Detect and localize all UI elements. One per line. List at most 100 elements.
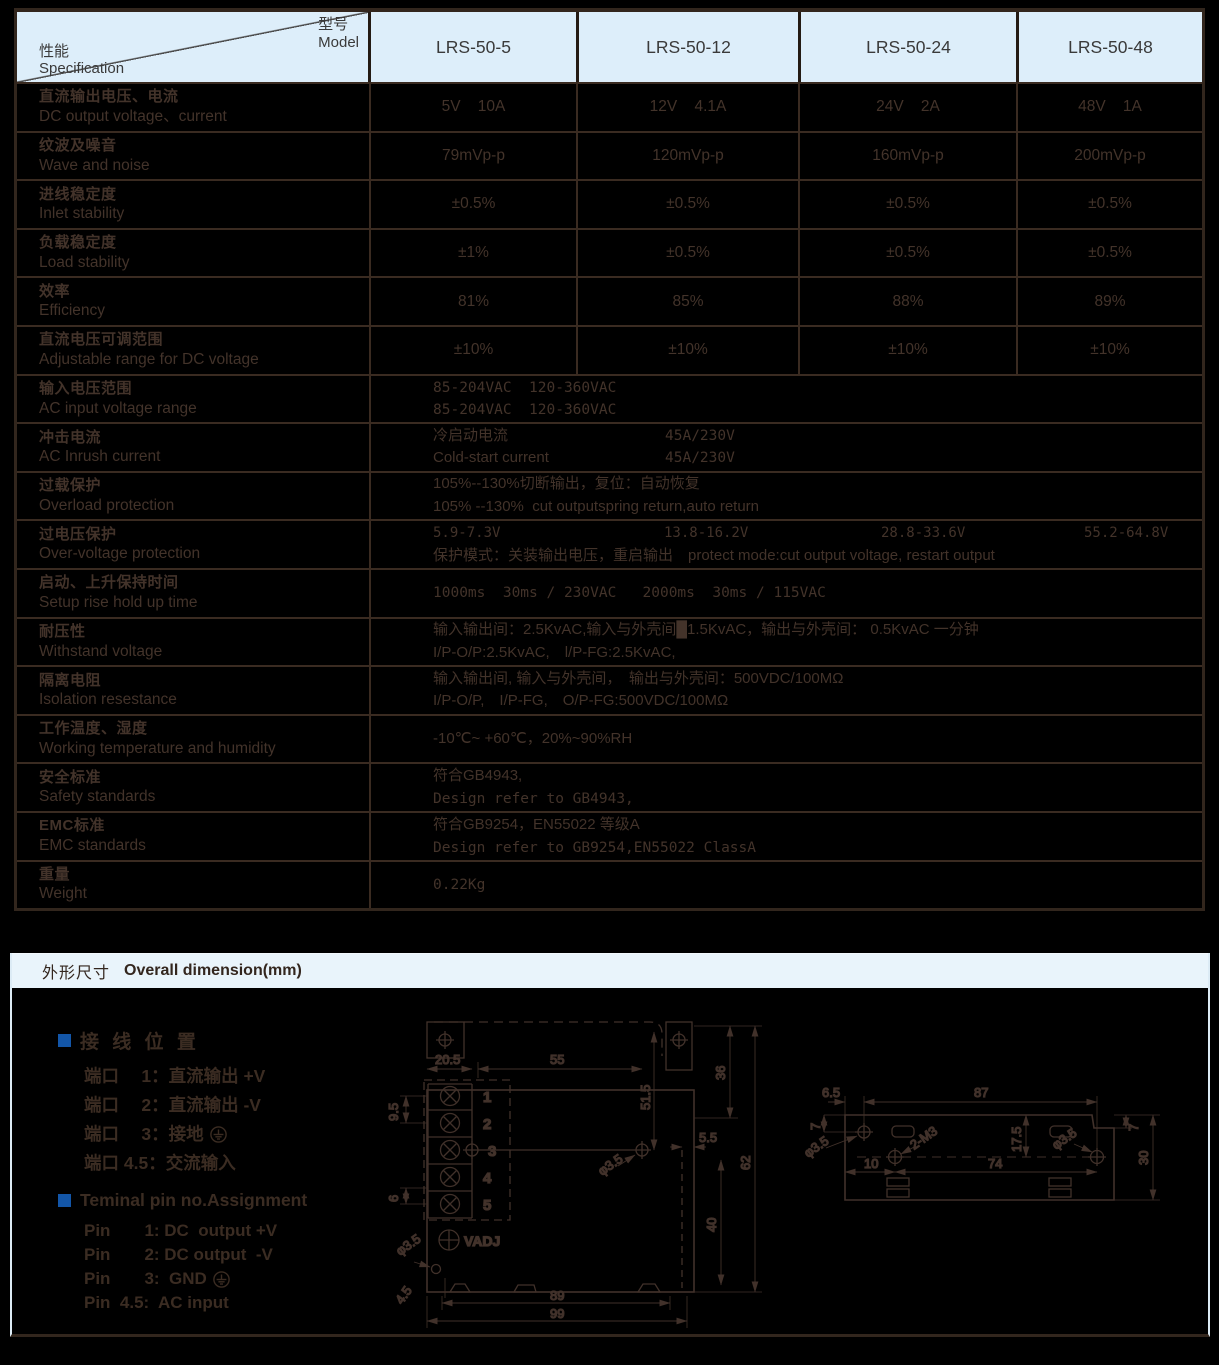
row-content: -10℃~ +60℃，20%~90%RH — [371, 716, 1202, 763]
row-label: 隔离电阻 Isolation resestance — [17, 667, 371, 714]
value-cell: ±0.5% — [1016, 229, 1202, 277]
merged-line: 保护模式：关装输出电压，重启输出 protect mode:cut output… — [433, 546, 995, 564]
value-cell: 89% — [1016, 278, 1202, 325]
row-label-en: AC input voltage range — [39, 399, 197, 417]
merged-line: 输入输出间：2.5KvAC,输入与外壳间█1.5KvAC，输出与外壳间： 0.5… — [433, 621, 979, 639]
performance-label: 性能 Specification — [39, 43, 124, 78]
legend-item: Pin 3: GND — [84, 1267, 307, 1291]
merged-line: 符合GB4943, — [433, 767, 523, 785]
value-cell: ±0.5% — [451, 195, 496, 213]
row-label-zh: EMC标准 — [39, 817, 105, 835]
pin-number: 5 — [483, 1197, 491, 1214]
performance-label-en: Specification — [39, 60, 125, 78]
row-label-en: Isolation resestance — [39, 691, 177, 709]
row-label-zh: 直流电压可调范围 — [39, 331, 164, 349]
blue-square-bullet-icon — [58, 1034, 71, 1047]
dimension-title-en: Overall dimension(mm) — [124, 962, 302, 979]
dim-6: 6 — [386, 1195, 401, 1202]
hole-diameter-label: φ3.5 — [1049, 1125, 1079, 1152]
merged-cell: 输入输出间：2.5KvAC,输入与外壳间█1.5KvAC，输出与外壳间： 0.5… — [371, 619, 1202, 666]
merged-line: 输入输出间, 输入与外壳间， 输出与外壳间：500VDC/100MΩ — [433, 669, 844, 687]
row-label-en: DC output voltage、current — [39, 107, 227, 125]
terminal-heading: Teminal pin no.Assignment — [58, 1190, 307, 1211]
merged-line: 105%--130%切断输出，复位：自动恢复 — [433, 475, 700, 493]
dim-40: 40 — [704, 1218, 719, 1232]
dim-4-5: 4.5 — [392, 1283, 415, 1306]
row-label-en: Working temperature and humidity — [39, 739, 276, 757]
legend-item-text: Pin 3: GND — [84, 1269, 207, 1288]
front-view-drawing: 1 2 3 4 5 φ3.5 VADJ φ3.5 4.5 9.5 — [385, 1021, 762, 1328]
value-cell: 48V 1A — [1016, 84, 1202, 131]
merged-line: 0.22Kg — [433, 876, 486, 893]
spec-row: 隔离电阻 Isolation resestance 输入输出间, 输入与外壳间， 输… — [17, 665, 1202, 714]
merged-line: 1000ms 30ms / 230VAC 2000ms 30ms / 115VA… — [433, 585, 826, 602]
value-cell: ±0.5% — [576, 229, 798, 277]
merged-line: 85-204VAC 120-360VAC — [433, 401, 617, 418]
legend-item-text: 端口 4.5：交流输入 — [84, 1153, 236, 1173]
row-content: 1000ms 30ms / 230VAC 2000ms 30ms / 115VA… — [371, 570, 1202, 617]
row-content: 81%85%88%89% — [371, 278, 1202, 325]
legend-item: 端口 2：直流输出 -V — [84, 1091, 307, 1120]
value-cell: 5V 10A — [441, 98, 506, 116]
row-label-zh: 效率 — [39, 282, 71, 300]
merged-line: 105% --130% cut outputspring return,auto… — [433, 498, 760, 516]
row-label-en: Over-voltage protection — [39, 545, 201, 563]
model-label-zh: 型号 — [318, 16, 349, 33]
dim-74: 74 — [988, 1156, 1002, 1171]
pair-label: Cold-start current — [433, 449, 549, 467]
row-label-zh: 纹波及噪音 — [39, 137, 117, 155]
value-cell: ±10% — [1016, 326, 1202, 374]
legend-item: 端口 1：直流输出 +V — [84, 1062, 307, 1091]
row-content: 符合GB4943,Design refer to GB4943, — [371, 764, 1202, 811]
merged-line: -10℃~ +60℃，20%~90%RH — [433, 729, 633, 747]
row-content: ±10%±10%±10%±10% — [371, 326, 1202, 374]
merged-line: I/P-O/P:2.5KvAC, l/P-FG:2.5KvAC, — [433, 643, 676, 661]
value-cell: 88% — [798, 278, 1016, 325]
row-label-zh: 过电压保护 — [39, 525, 117, 543]
dim-6-5: 6.5 — [822, 1085, 840, 1100]
dim-55: 55 — [550, 1052, 564, 1067]
model-header-cell: LRS-50-5 — [371, 12, 576, 82]
dim-20-5: 20.5 — [435, 1052, 460, 1067]
row-label-en: Setup rise hold up time — [39, 593, 198, 611]
merged-line: Design refer to GB9254,EN55022 ClassA — [433, 839, 757, 856]
row-content: 105%--130%切断输出，复位：自动恢复 105% --130% cut ou… — [371, 473, 1202, 520]
legend-item: 端口 3：接地 — [84, 1120, 307, 1149]
value-cell: ±0.5% — [576, 181, 798, 228]
row-label-zh: 隔离电阻 — [39, 671, 102, 689]
legend-item-text: 端口 1：直流输出 +V — [84, 1066, 266, 1086]
row-label-en: AC Inrush current — [39, 448, 161, 466]
row-label-zh: 过载保护 — [39, 477, 102, 495]
value-cell: 81% — [457, 292, 490, 310]
legend-item-text: 端口 3：接地 — [84, 1124, 204, 1144]
model-header-cell: LRS-50-24 — [798, 12, 1016, 82]
value-cell: ±0.5% — [1016, 181, 1202, 228]
row-content: ±1%±0.5%±0.5%±0.5% — [371, 229, 1202, 277]
row-content: 0.22Kg — [371, 862, 1202, 909]
value-cell: 200mVp-p — [1016, 132, 1202, 180]
value-cells: 81%85%88%89% — [371, 278, 1202, 325]
